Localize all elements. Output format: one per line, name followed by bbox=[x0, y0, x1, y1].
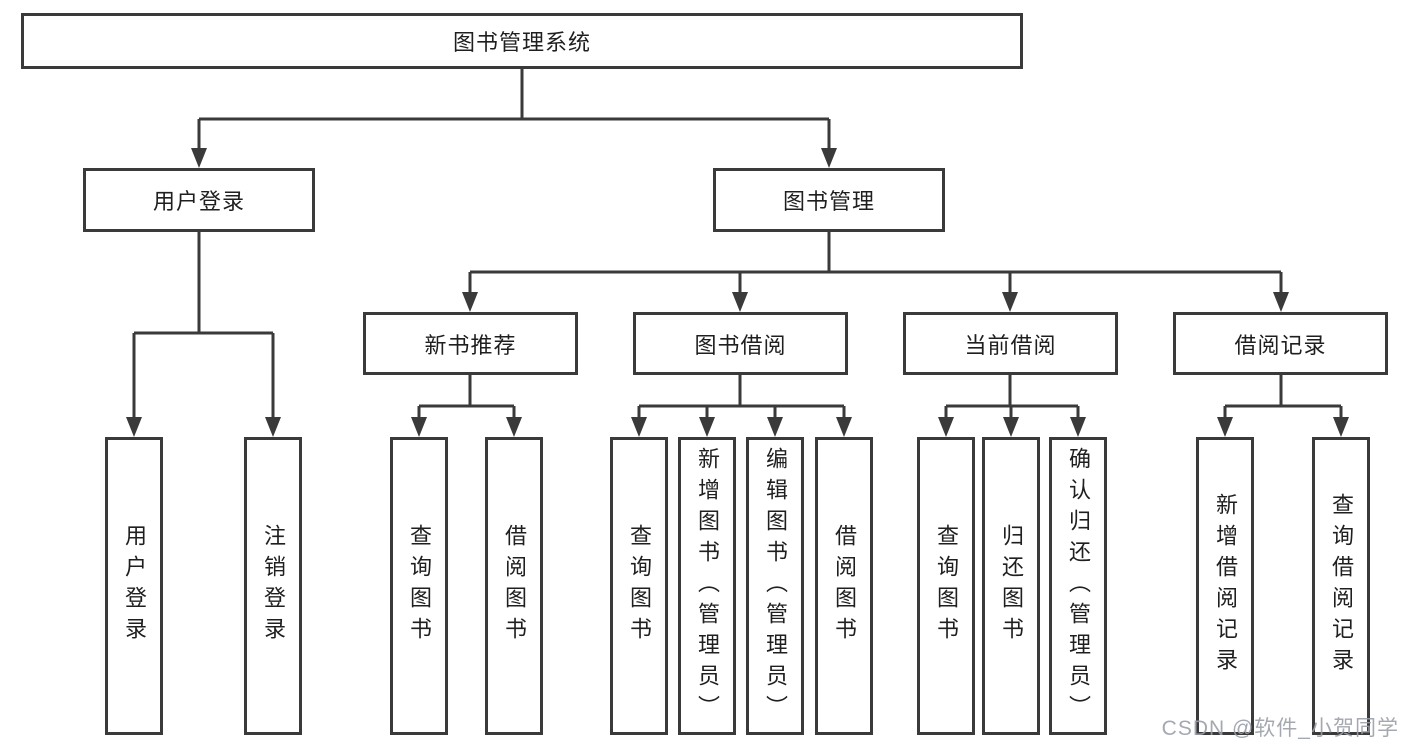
node-book-management-branch: 图书管理 bbox=[713, 168, 945, 232]
node-label: 借阅记录 bbox=[1234, 332, 1327, 358]
leaf-borrow-books-1: 借阅图书 bbox=[485, 437, 543, 735]
leaf-query-books-2: 查询图书 bbox=[610, 437, 668, 735]
node-label: 新增图书（管理员） bbox=[695, 446, 720, 726]
leaf-add-books-admin: 新增图书（管理员） bbox=[678, 437, 736, 735]
node-label: 查询借阅记录 bbox=[1329, 493, 1354, 679]
node-label: 查询图书 bbox=[934, 524, 959, 648]
leaf-edit-books-admin: 编辑图书（管理员） bbox=[746, 437, 804, 735]
node-label: 确认归还（管理员） bbox=[1066, 446, 1091, 726]
leaf-query-borrow-record: 查询借阅记录 bbox=[1312, 437, 1370, 735]
node-label: 图书管理 bbox=[782, 189, 875, 214]
node-label: 用户登录 bbox=[152, 189, 245, 214]
leaf-add-borrow-record: 新增借阅记录 bbox=[1196, 437, 1254, 735]
node-label: 当前借阅 bbox=[964, 332, 1057, 358]
node-label: 新增借阅记录 bbox=[1213, 493, 1238, 679]
node-book-borrowing: 图书借阅 bbox=[633, 312, 848, 375]
node-label: 图书管理系统 bbox=[452, 30, 591, 55]
leaf-borrow-books-2: 借阅图书 bbox=[815, 437, 873, 735]
node-label: 用户登录 bbox=[122, 524, 147, 648]
node-label: 归还图书 bbox=[999, 524, 1024, 648]
leaf-return-books: 归还图书 bbox=[982, 437, 1040, 735]
arrowhead-icons bbox=[126, 148, 1349, 437]
leaf-query-books-1: 查询图书 bbox=[390, 437, 448, 735]
node-user-login-branch: 用户登录 bbox=[83, 168, 315, 232]
leaf-logout: 注销登录 bbox=[244, 437, 302, 735]
csdn-watermark: CSDN @软件_小贺同学 bbox=[1161, 717, 1399, 740]
leaf-confirm-return-admin: 确认归还（管理员） bbox=[1049, 437, 1107, 735]
node-current-borrowing: 当前借阅 bbox=[903, 312, 1118, 375]
node-label: 借阅图书 bbox=[832, 524, 857, 648]
leaf-user-login: 用户登录 bbox=[105, 437, 163, 735]
node-label: 查询图书 bbox=[407, 524, 432, 648]
node-root-library-management-system: 图书管理系统 bbox=[21, 13, 1023, 69]
node-borrowing-records: 借阅记录 bbox=[1173, 312, 1388, 375]
node-label: 查询图书 bbox=[627, 524, 652, 648]
node-new-book-recommend: 新书推荐 bbox=[363, 312, 578, 375]
node-label: 新书推荐 bbox=[424, 332, 517, 358]
node-label: 编辑图书（管理员） bbox=[763, 446, 788, 726]
node-label: 图书借阅 bbox=[694, 332, 787, 358]
node-label: 注销登录 bbox=[261, 524, 286, 648]
node-label: 借阅图书 bbox=[502, 524, 527, 648]
leaf-query-books-3: 查询图书 bbox=[917, 437, 975, 735]
